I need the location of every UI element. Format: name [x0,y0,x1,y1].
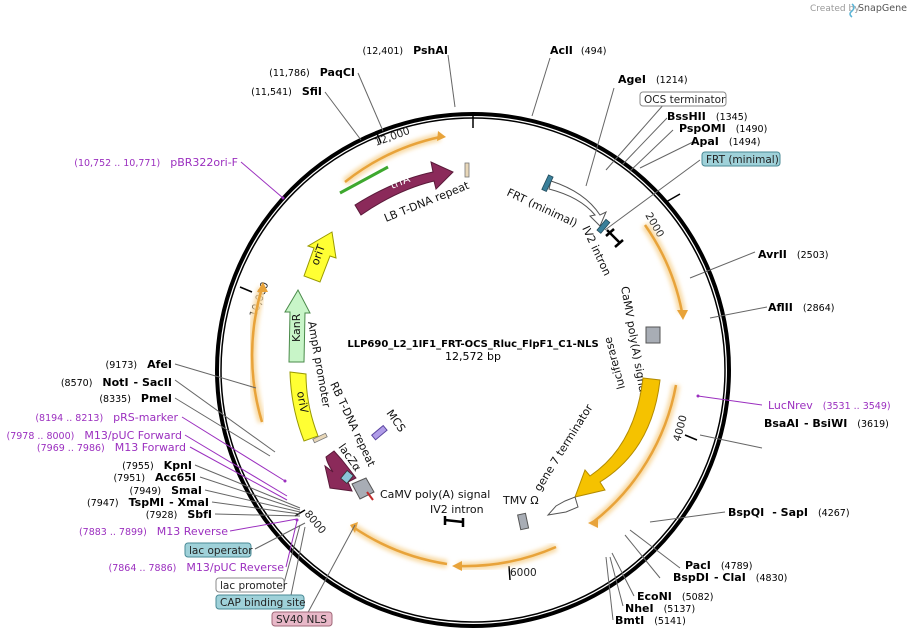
primer-label: (7978 .. 8000)M13/pUC Forward [6,429,182,442]
camv-bottom-label: CaMV poly(A) signal [380,488,490,501]
primer-label: (10,752 .. 10,771)pBR322ori-F [74,156,238,169]
ocs-terminator-box: OCS terminator [639,91,727,107]
site-label: PspOMI(1490) [679,122,767,135]
credit-prefix: Created by [810,4,860,14]
primer-label: (7969 .. 7986)M13 Forward [37,441,186,454]
primer-label: (8194 .. 8213)pRS-marker [35,411,178,424]
site-label: (12,401)PshAI [362,44,448,57]
luciferase-arrow [574,377,661,498]
site-label: BssHII(1345) [667,110,747,123]
gene7-marker [546,496,579,516]
backbone-inner [220,117,726,623]
frt-arrow [548,180,607,227]
credit: Created by SnapGene [810,3,907,18]
site-label: BspDI- ClaI(4830) [673,571,787,584]
cap-site-box: CAP binding site [215,594,306,610]
svg-text:lac operator: lac operator [189,545,253,557]
svg-text:OCS terminator: OCS terminator [644,94,726,106]
site-label: (9173)AfeI [106,358,172,371]
oriT-arrow [303,231,337,283]
site-label: (7947)TspMI- XmaI [87,496,209,509]
primer-label: (7883 .. 7899)M13 Reverse [79,525,228,538]
svg-text:lac promoter: lac promoter [220,580,288,592]
site-label: AflII(2864) [768,301,834,314]
site-label: (7928)SbfI [146,508,212,521]
connectors-left [174,54,456,619]
svg-text:FRT (minimal): FRT (minimal) [706,154,779,166]
site-label: PacI(4789) [685,559,752,572]
site-label: (11,786)PaqCI [269,66,355,79]
plasmid-name: LLP690_L2_1IF1_FRT-OCS_Rluc_FlpF1_C1-NLS [347,339,598,350]
rb-tdna-marker [312,432,328,444]
plasmid-size: 12,572 bp [445,350,501,363]
kanR-label: KanR [290,313,303,342]
camv-right-marker [645,326,661,344]
primer-label: (7864 .. 7886)M13/pUC Reverse [109,561,285,574]
iv2-intron-bottom-label: IV2 intron [430,503,484,516]
site-label: (7949)SmaI [130,484,203,497]
frt-marker-2 [596,218,611,234]
credit-brand: SnapGene [858,3,907,14]
tick-marks [239,112,698,581]
ampr-promoter-label: AmpR promoter [305,320,333,409]
primer-label: LucNrev(3531 .. 3549) [768,399,891,412]
kanR-arrow [284,288,311,363]
site-label: AgeI(1214) [618,73,688,86]
tick-label: 4000 [671,414,690,443]
frt-marker-1 [541,174,554,193]
green-feature-arc [339,165,389,195]
tmv-marker [517,512,530,531]
lb-tdna-marker [464,162,470,178]
primer-connectors-left [181,161,298,568]
site-label: (8335)PmeI [99,392,172,405]
site-label: BspQI- SapI(4267) [728,506,850,519]
lac-operator-box: lac operator [184,542,253,558]
orange-arrows [248,131,688,571]
svg-text:SV40 NLS: SV40 NLS [276,614,327,626]
site-label: BsaAI- BsiWI(3619) [764,417,889,430]
oriV-arrow [289,371,319,442]
site-label: (7951)Acc65I [113,471,196,484]
site-label: AvrII(2503) [758,248,829,261]
sv40-nls-box: SV40 NLS [271,611,333,627]
frt-minimal-box: FRT (minimal) [701,151,781,167]
site-label: (7955)KpnI [122,459,192,472]
site-label: ApaI(1494) [691,135,761,148]
iv2-intron-top-icon [605,228,624,248]
svg-text:CAP binding site: CAP binding site [220,597,306,609]
oriV-label: oriV [294,390,311,414]
lac-operator-marker [340,470,354,484]
site-labels-right: AclI(494) AgeI(1214) BssHII(1345) PspOMI… [550,44,889,627]
primer-dots [281,196,700,522]
snapgene-logo-icon [849,3,855,18]
lucnrev-connector [697,395,763,406]
site-label: (11,541)SfiI [251,85,322,98]
site-labels-left: (12,401)PshAI (11,786)PaqCI (11,541)SfiI… [61,44,448,521]
site-label: EcoNI(5082) [637,590,713,603]
iv2-intron-bottom-icon [443,516,465,527]
tick-label: 8000 [302,508,328,536]
tmv-label: TMV Ω [502,494,539,507]
primer-labels: (10,752 .. 10,771)pBR322ori-F LucNrev(35… [6,156,890,574]
tick-label: 6000 [510,567,537,579]
site-label: (8570)NotI- SacII [61,376,172,389]
mcs-marker [371,424,388,441]
site-label: AclI(494) [550,44,606,57]
trfA-arrow [354,161,454,216]
lac-promoter-box: lac promoter [215,577,288,593]
nls-marker [366,491,374,501]
site-label: NheI(5137) [625,602,695,615]
site-label: BmtI(5141) [615,614,686,627]
luciferase-label: luciferase [601,335,627,390]
connectors-right [531,57,768,621]
